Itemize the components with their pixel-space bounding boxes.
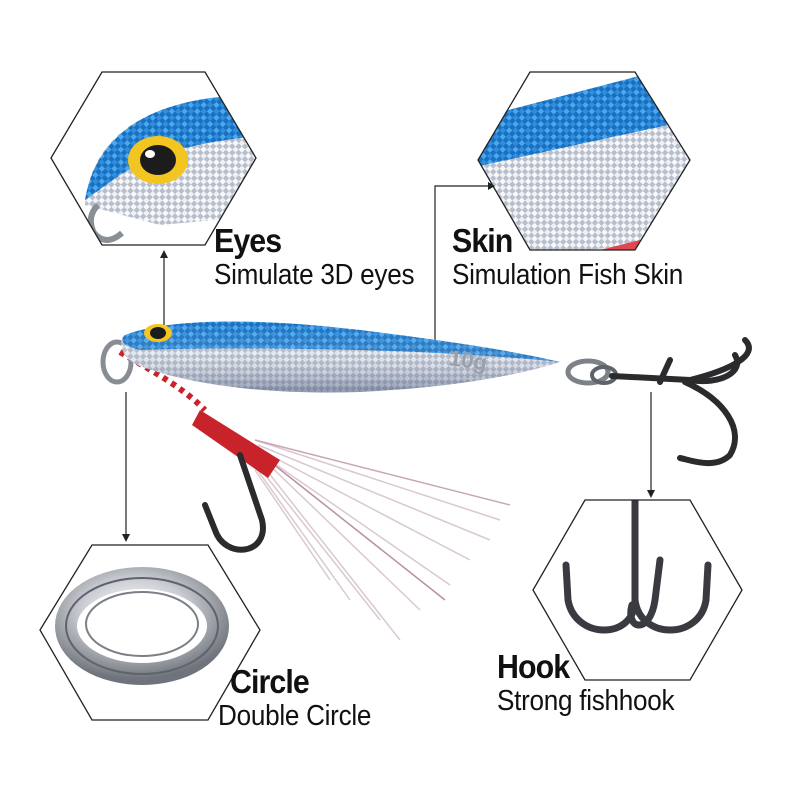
callout-hook-subtitle: Strong fishhook [497,685,675,717]
callout-eyes-subtitle: Simulate 3D eyes [214,259,415,291]
treble-hook-icon [562,500,712,634]
callout-circle-subtitle: Double Circle [218,700,372,732]
circle-closeup-panel [39,544,261,721]
eyes-closeup-panel [50,71,257,246]
callout-hook-title: Hook [497,648,570,685]
callout-eyes: Eyes Simulate 3D eyes [214,224,436,292]
callout-skin-subtitle: Simulation Fish Skin [452,259,684,291]
red-thread-wrap [192,410,280,478]
tassel-skirt [254,439,511,641]
callout-skin-title: Skin [452,222,513,259]
callout-circle: Circle Double Circle [218,663,388,733]
hook-closeup-panel [532,499,743,681]
callout-eyes-title: Eyes [214,222,282,259]
skin-closeup-panel [477,71,691,251]
treble-hook-on-lure [609,337,752,467]
callout-hook: Hook Strong fishhook [497,650,694,718]
fishing-lure: 10g [100,321,752,641]
callout-circle-title: Circle [230,663,310,700]
assist-hook-icon [202,452,266,553]
weight-mark: 10g [448,345,489,375]
callout-skin: Skin Simulation Fish Skin [452,224,709,292]
callout-connectors [122,182,655,542]
